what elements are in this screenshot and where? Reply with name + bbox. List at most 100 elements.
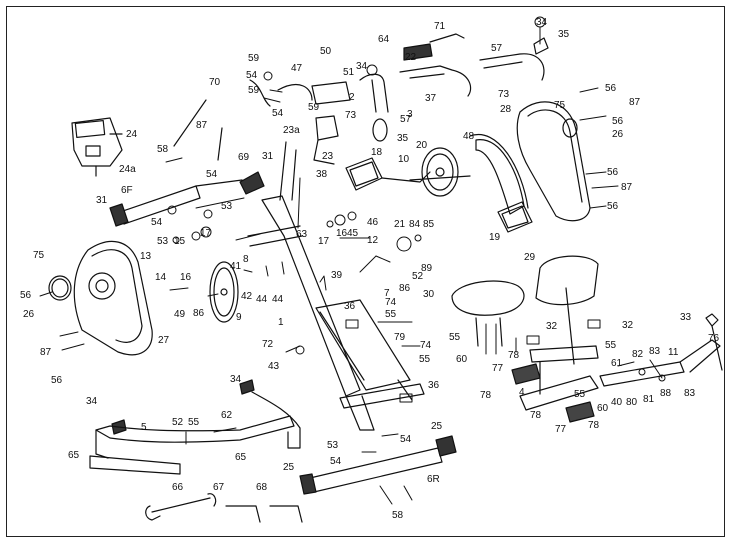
label-26b: 26 <box>23 309 35 320</box>
label-32a: 32 <box>546 321 558 332</box>
label-59b: 59 <box>248 85 260 96</box>
label-53a: 53 <box>221 201 233 212</box>
label-35a: 35 <box>558 29 570 40</box>
label-49: 49 <box>174 309 186 320</box>
label-6f: 6F <box>121 185 133 196</box>
label-70: 70 <box>209 77 221 88</box>
label-67: 67 <box>213 482 225 493</box>
upper-handlebars <box>359 33 549 142</box>
label-73a: 73 <box>498 89 510 100</box>
label-54b: 54 <box>272 108 284 119</box>
label-71: 71 <box>434 21 446 32</box>
label-44b: 44 <box>272 294 284 305</box>
label-58b: 58 <box>392 510 404 521</box>
label-81: 81 <box>643 394 655 405</box>
label-50: 50 <box>320 46 332 57</box>
label-48: 48 <box>463 131 475 142</box>
label-34b: 34 <box>356 61 368 72</box>
label-16b: 16 <box>336 228 348 239</box>
label-3: 3 <box>407 109 413 120</box>
label-56f: 56 <box>51 375 63 386</box>
seat-slide-rail <box>599 313 723 387</box>
label-87d: 87 <box>40 347 52 358</box>
front-handlebar-tube <box>109 171 265 227</box>
label-40: 40 <box>611 397 623 408</box>
label-26a: 26 <box>612 129 624 140</box>
label-55c: 55 <box>449 332 461 343</box>
label-53c: 53 <box>327 440 339 451</box>
label-37: 37 <box>425 93 437 104</box>
label-61: 61 <box>611 358 623 369</box>
label-31a: 31 <box>96 195 108 206</box>
label-21: 21 <box>394 219 406 230</box>
label-54c: 54 <box>206 169 218 180</box>
label-30: 30 <box>423 289 435 300</box>
label-85: 85 <box>423 219 435 230</box>
label-72: 72 <box>262 339 274 350</box>
label-58a: 58 <box>157 144 169 155</box>
seat-assembly <box>451 255 599 411</box>
label-1: 1 <box>278 317 284 328</box>
label-53b: 53 <box>157 236 169 247</box>
label-35b: 35 <box>397 133 409 144</box>
label-78a: 78 <box>508 350 520 361</box>
label-57b: 57 <box>400 114 412 125</box>
label-5: 5 <box>141 422 147 433</box>
label-62: 62 <box>221 410 233 421</box>
label-56a: 56 <box>605 83 617 94</box>
label-78d: 78 <box>588 420 600 431</box>
label-51: 51 <box>343 67 355 78</box>
label-17b: 17 <box>318 236 330 247</box>
label-59a: 59 <box>248 53 260 64</box>
front-stabilizers <box>89 379 301 475</box>
label-83b: 83 <box>684 388 696 399</box>
label-89: 89 <box>421 263 433 274</box>
label-25b: 25 <box>283 462 295 473</box>
label-11: 11 <box>668 347 679 358</box>
label-54e: 54 <box>400 434 412 445</box>
label-60a: 60 <box>456 354 468 365</box>
handlebar-post <box>173 79 351 165</box>
label-17a: 17 <box>200 228 212 239</box>
label-13: 13 <box>140 251 152 262</box>
rear-stabilizer <box>299 435 457 495</box>
label-12: 12 <box>367 235 379 246</box>
left-side-cover <box>48 240 153 356</box>
label-4: 4 <box>519 387 525 398</box>
label-7: 7 <box>384 288 390 299</box>
label-73b: 73 <box>345 110 357 121</box>
label-36b: 36 <box>428 380 440 391</box>
label-15: 15 <box>174 236 186 247</box>
label-34c: 34 <box>230 374 242 385</box>
label-77b: 77 <box>555 424 567 435</box>
label-75b: 75 <box>33 250 45 261</box>
label-34a: 34 <box>536 17 548 28</box>
label-69: 69 <box>238 152 250 163</box>
label-28: 28 <box>500 104 512 115</box>
label-74a: 74 <box>385 297 397 308</box>
fasteners <box>39 16 666 505</box>
label-54a: 54 <box>246 70 258 81</box>
label-83a: 83 <box>649 346 661 357</box>
diagram-border <box>6 6 725 537</box>
label-57a: 57 <box>491 43 503 54</box>
label-87a: 87 <box>196 120 208 131</box>
label-56e: 56 <box>20 290 32 301</box>
main-frame <box>247 141 425 431</box>
flywheel <box>209 261 239 323</box>
label-86b: 86 <box>193 308 205 319</box>
label-10: 10 <box>398 154 410 165</box>
label-2: 2 <box>349 92 355 103</box>
label-77a: 77 <box>492 363 504 374</box>
label-55d: 55 <box>605 340 617 351</box>
label-19: 19 <box>489 232 501 243</box>
label-55e: 55 <box>574 389 586 400</box>
label-74b: 74 <box>420 340 432 351</box>
label-33: 33 <box>680 312 692 323</box>
console-display <box>71 117 123 177</box>
label-23a: 23a <box>283 125 300 136</box>
label-8: 8 <box>243 254 249 265</box>
label-55a: 55 <box>385 309 397 320</box>
label-32b: 32 <box>622 320 634 331</box>
